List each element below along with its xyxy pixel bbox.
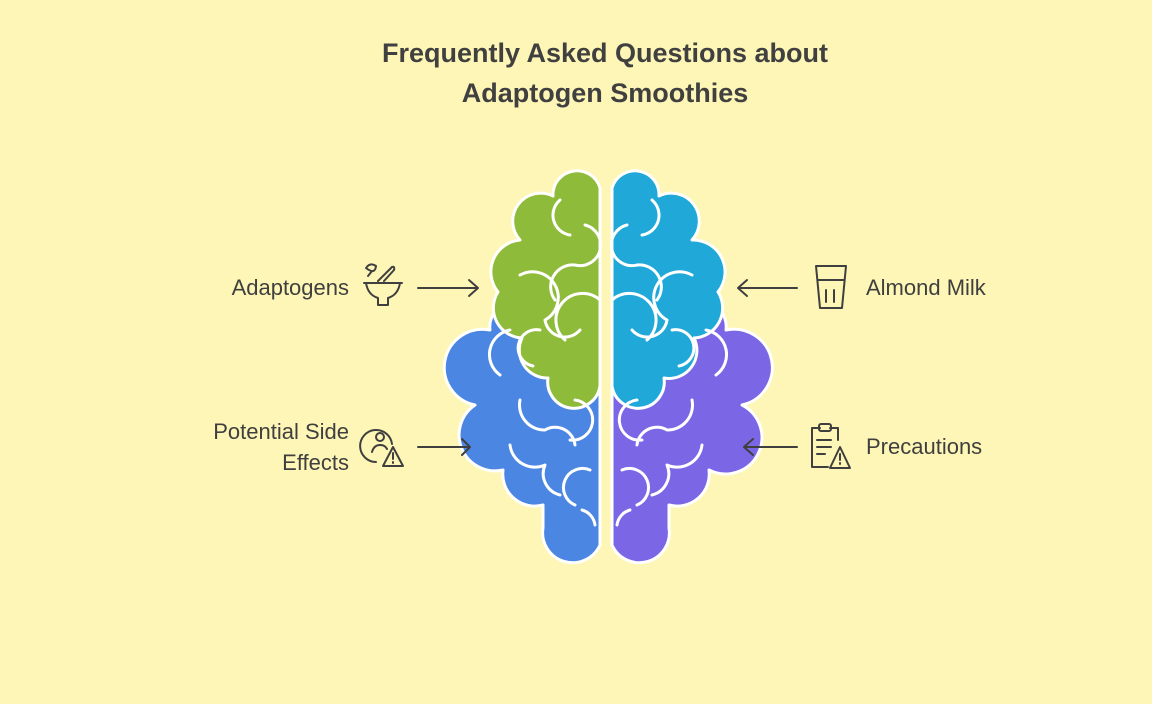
arrow-almond-milk (737, 279, 798, 297)
mortar-pestle-icon (363, 263, 403, 306)
label-line-2: Effects (282, 450, 349, 475)
brain-lobe-almond-milk (610, 169, 727, 410)
glass-icon (815, 265, 847, 309)
person-warning-icon (359, 429, 404, 467)
right-hemisphere (610, 169, 774, 565)
arrow-precautions (743, 438, 798, 456)
clipboard-warning-icon (811, 423, 851, 469)
label-almond-milk: Almond Milk (866, 275, 986, 300)
label-adaptogens: Adaptogens (231, 275, 349, 300)
arrow-side-effects (417, 438, 471, 456)
arrow-adaptogens (417, 279, 479, 297)
label-precautions: Precautions (866, 434, 983, 459)
page-title: Frequently Asked Questions about Adaptog… (0, 33, 1152, 113)
title-line-1: Frequently Asked Questions about (381, 38, 829, 68)
brain-folds (487, 198, 729, 527)
label-potential-side-effects: Potential Side Effects (213, 416, 349, 478)
title-line-2: Adaptogen Smoothies (461, 78, 749, 108)
left-hemisphere (442, 169, 602, 565)
label-line-1: Potential Side (213, 419, 349, 444)
brain-lobe-adaptogens (489, 169, 602, 410)
